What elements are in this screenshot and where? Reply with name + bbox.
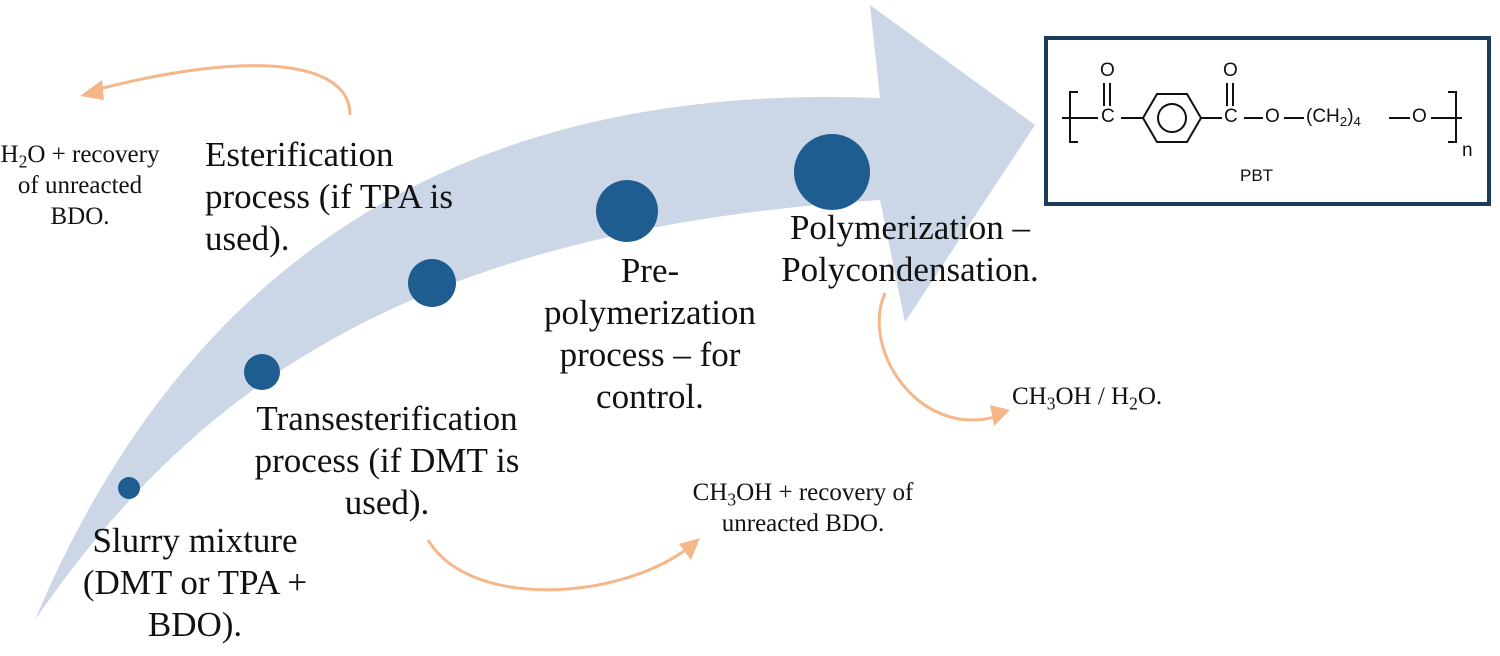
ch2-group: (CH2)4 (1306, 106, 1361, 129)
step-dot-slurry (118, 477, 140, 499)
byproduct-arrowhead-methanol (679, 538, 700, 560)
byproduct-arrow-water (94, 64, 352, 116)
process-flow-arrow (35, 5, 1035, 620)
byproduct-label-water-recovery: H2O + recovery of unreacted BDO. (0, 141, 160, 230)
step-label-polymerization: Polymerization – Polycondensation. (781, 208, 1039, 289)
atom-o-ester: O (1265, 106, 1280, 127)
step-label-transesterification: Transesterification process (if DMT is u… (254, 399, 520, 522)
structure-name: PBT (1240, 166, 1274, 185)
step-dot-prepolymerization (596, 180, 658, 242)
step-dot-esterification (408, 259, 456, 307)
step-label-esterification: Esterification process (if TPA is used). (205, 135, 453, 258)
atom-c-2: C (1224, 106, 1238, 127)
byproduct-arrowhead-water (80, 80, 104, 100)
byproduct-arrowhead-methanol-water (990, 405, 1010, 426)
step-dot-polymerization (794, 134, 870, 210)
step-label-prepolymerization: Pre-polymerization process – for control… (544, 251, 756, 416)
step-label-slurry: Slurry mixture (DMT or TPA + BDO). (82, 521, 308, 644)
atom-o-end: O (1412, 106, 1427, 127)
atom-c-1: C (1101, 106, 1115, 127)
byproduct-arrow-methanol-water (877, 292, 999, 422)
structure-box (1044, 36, 1491, 206)
step-dot-transesterification (244, 354, 280, 390)
atom-o-top-2: O (1223, 60, 1238, 81)
byproduct-label-methanol-water: CH3OH / H2O. (1012, 383, 1163, 414)
byproduct-label-methanol-recovery: CH3OH + recovery of unreacted BDO. (692, 479, 914, 537)
byproduct-arrow-methanol (426, 539, 689, 592)
benzene-ring-inner (1157, 103, 1187, 133)
atom-o-top-1: O (1100, 60, 1115, 81)
repeat-subscript: n (1462, 140, 1473, 161)
